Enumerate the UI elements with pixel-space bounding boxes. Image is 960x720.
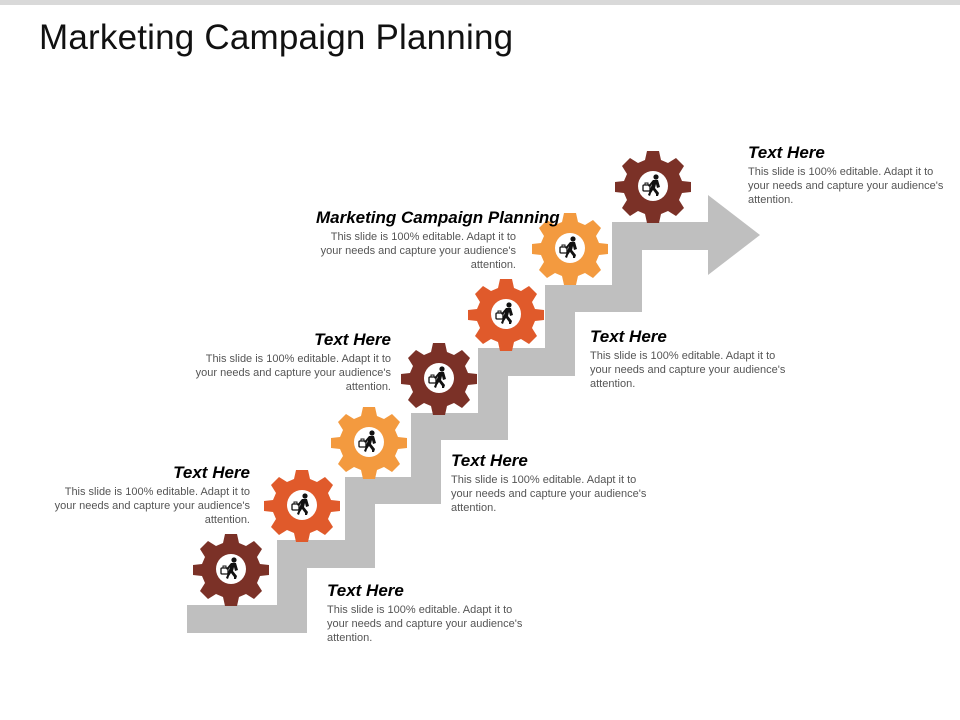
gear-4	[401, 343, 477, 415]
block-heading: Text Here	[451, 451, 528, 470]
gear-1	[193, 534, 269, 606]
block-heading: Text Here	[590, 327, 667, 346]
block-body: This slide is 100% editable. Adapt it to…	[320, 231, 516, 271]
gear-5	[468, 279, 544, 351]
running-businessman-icon	[353, 426, 385, 458]
running-businessman-icon	[637, 170, 669, 202]
block-heading: Text Here	[748, 143, 825, 162]
block-body: This slide is 100% editable. Adapt it to…	[327, 604, 523, 644]
gear-3	[331, 407, 407, 479]
running-businessman-icon	[554, 232, 586, 264]
block-heading: Text Here	[173, 463, 250, 482]
text-block-1: Text Here This slide is 100% editable. A…	[327, 581, 527, 645]
text-block-6: Marketing Campaign Planning This slide i…	[316, 208, 560, 272]
slide-title: Marketing Campaign Planning	[39, 18, 514, 57]
text-block-3: Text Here This slide is 100% editable. A…	[451, 451, 651, 515]
block-body: This slide is 100% editable. Adapt it to…	[195, 353, 391, 393]
text-block-2: Text Here This slide is 100% editable. A…	[50, 463, 250, 527]
gear-2	[264, 470, 340, 542]
text-block-4: Text Here This slide is 100% editable. A…	[191, 330, 391, 394]
top-border	[0, 0, 960, 5]
block-heading: Text Here	[327, 581, 404, 600]
running-businessman-icon	[423, 362, 455, 394]
staircase-arrow	[187, 195, 760, 633]
gear-7	[615, 151, 691, 223]
running-businessman-icon	[286, 489, 318, 521]
running-businessman-icon	[490, 298, 522, 330]
block-body: This slide is 100% editable. Adapt it to…	[54, 486, 250, 526]
text-block-5: Text Here This slide is 100% editable. A…	[590, 327, 790, 391]
block-heading: Text Here	[314, 330, 391, 349]
running-businessman-icon	[215, 553, 247, 585]
block-heading: Marketing Campaign Planning	[316, 208, 560, 227]
text-block-7: Text Here This slide is 100% editable. A…	[748, 143, 948, 207]
block-body: This slide is 100% editable. Adapt it to…	[590, 350, 786, 390]
block-body: This slide is 100% editable. Adapt it to…	[451, 474, 647, 514]
block-body: This slide is 100% editable. Adapt it to…	[748, 166, 944, 206]
